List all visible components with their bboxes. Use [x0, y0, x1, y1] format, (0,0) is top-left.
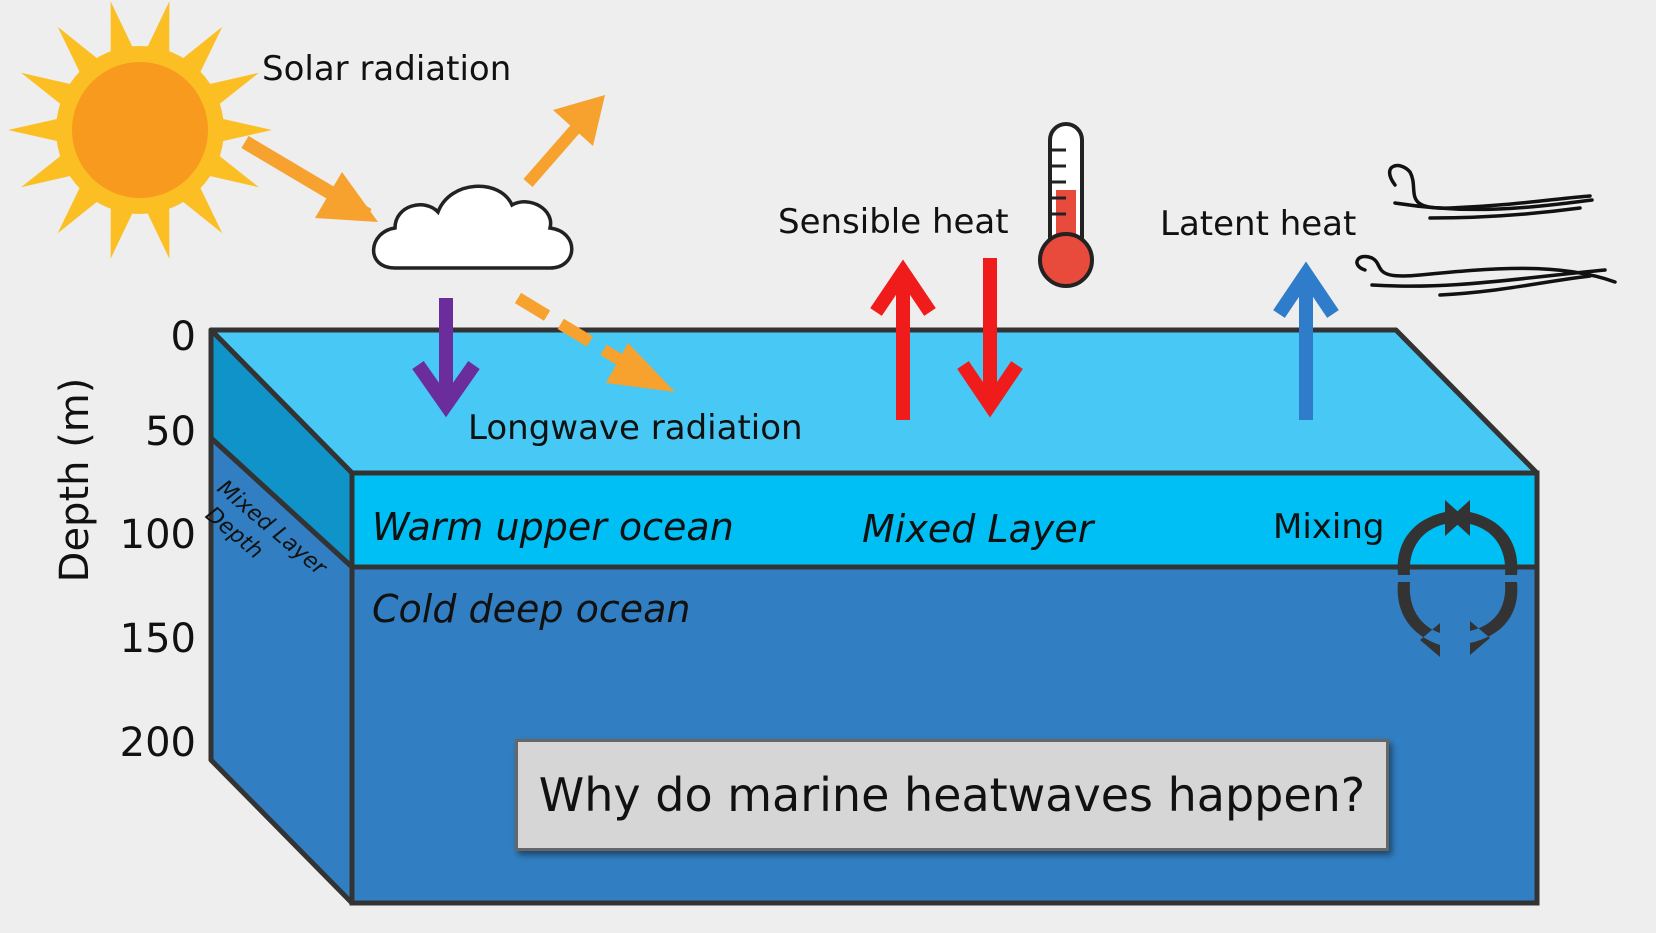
depth-tick-150: 150	[120, 616, 196, 662]
longwave-radiation-label: Longwave radiation	[468, 408, 803, 448]
sun-icon	[8, 1, 272, 258]
cold-deep-ocean-label: Cold deep ocean	[372, 587, 691, 631]
depth-tick-200: 200	[120, 720, 196, 766]
mixed-layer-label: Mixed Layer	[862, 507, 1096, 551]
thermometer-icon	[1040, 124, 1092, 286]
solar-radiation-label: Solar radiation	[262, 49, 511, 89]
latent-heat-label: Latent heat	[1160, 204, 1356, 244]
depth-tick-100: 100	[120, 512, 196, 558]
depth-tick-50: 50	[145, 409, 196, 455]
question-text: Why do marine heatwaves happen?	[539, 768, 1365, 822]
depth-axis-title: Depth (m)	[52, 378, 98, 583]
ocean-top-surface	[211, 330, 1537, 473]
cloud-icon	[374, 186, 572, 268]
question-box: Why do marine heatwaves happen?	[515, 739, 1389, 851]
warm-upper-ocean-label: Warm upper ocean	[372, 505, 734, 549]
depth-tick-0: 0	[171, 314, 196, 360]
depth-axis: Depth (m) 0 50 100 150 200	[52, 314, 196, 766]
sensible-heat-label: Sensible heat	[778, 202, 1009, 242]
sun-ray	[8, 118, 63, 143]
mixing-label: Mixing	[1273, 507, 1384, 547]
sun-ray	[217, 118, 272, 143]
wind-icon	[1357, 166, 1615, 295]
